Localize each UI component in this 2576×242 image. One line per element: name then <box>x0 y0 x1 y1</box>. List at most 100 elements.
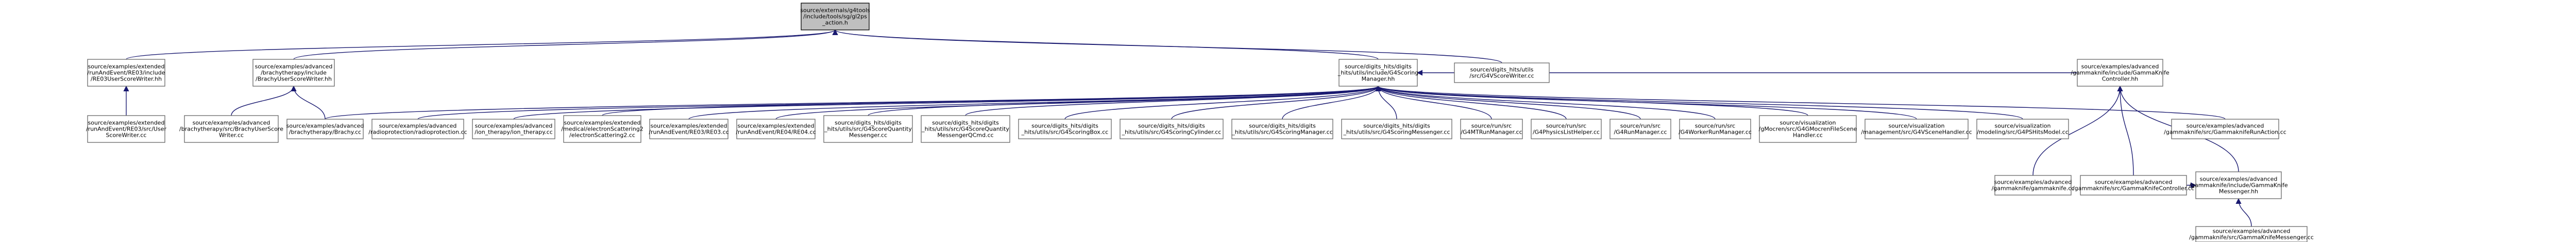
node-label-line: _action.h <box>822 20 848 26</box>
root-file-node[interactable]: source/externals/g4tools/include/tools/s… <box>800 3 870 30</box>
node-box <box>1994 175 2072 196</box>
node-label-line: source/examples/extended <box>564 120 641 126</box>
node-box <box>2195 171 2282 199</box>
file-node[interactable]: source/run/src/G4MTRunManager.cc <box>1460 119 1523 139</box>
node-label-line: source/examples/extended <box>651 123 727 130</box>
file-node[interactable]: source/digits_hits/digits_hits/utils/src… <box>1120 119 1224 139</box>
node-label-line: MessengerQCmd.cc <box>937 132 993 139</box>
file-node[interactable]: source/examples/extended/medical/electro… <box>561 115 643 143</box>
edge-n20-to-n3 <box>1375 85 1567 120</box>
edge-n25-to-n3 <box>1375 85 2023 120</box>
node-label-line: source/visualization <box>1889 123 1945 130</box>
edge-n19-to-n3 <box>1375 85 1492 120</box>
file-node[interactable]: source/digits_hits/digits_hits/utils/src… <box>921 115 1010 143</box>
file-node[interactable]: source/examples/advanced/gammaknife/src/… <box>2164 119 2286 139</box>
file-node[interactable]: source/run/src/G4PhysicsListHelper.cc <box>1531 119 1602 139</box>
node-label-line: Manager.hh <box>1362 76 1395 83</box>
file-node[interactable]: source/examples/advanced/brachytherapy/s… <box>179 115 283 143</box>
file-node[interactable]: source/examples/advanced/gammaknife/incl… <box>2189 171 2288 199</box>
edge-n2-to-n0 <box>293 29 838 60</box>
file-node[interactable]: source/examples/extended/runAndEvent/RE0… <box>736 119 816 139</box>
edge-n17-to-n3 <box>1282 85 1381 120</box>
node-label-line: /modeling/src/G4PSHitsModel.cc <box>1977 129 2069 136</box>
file-node[interactable]: source/visualization/management/src/G4VS… <box>1861 119 1972 139</box>
file-node[interactable]: source/digits_hits/digits_hits/utils/src… <box>823 115 913 143</box>
edge-n31-to-n30 <box>2235 198 2252 227</box>
node-box <box>1120 119 1224 139</box>
file-node[interactable]: source/examples/extended/runAndEvent/RE0… <box>87 59 165 87</box>
file-node[interactable]: source/digits_hits/digits_hits/utils/inc… <box>1337 59 1419 87</box>
edge-layer <box>123 29 2252 227</box>
node-label-line: /G4MTRunManager.cc <box>1461 129 1522 136</box>
edge-n10-to-n3 <box>602 85 1381 116</box>
node-label-line: _hits/utils/include/G4Scoring <box>1337 70 1419 76</box>
node-label-line: source/examples/extended <box>738 123 815 130</box>
node-label-line: /management/src/G4VSceneHandler.cc <box>1861 129 1972 136</box>
node-label-line: /gMocren/src/G4GMocrenFileScene <box>1759 126 1857 133</box>
file-node[interactable]: source/examples/advanced/radioprotection… <box>368 119 467 139</box>
file-node[interactable]: source/examples/extended/runAndEvent/RE0… <box>649 119 729 139</box>
node-label-line: /gammaknife/src/GammaKnifeController.cc <box>2073 185 2194 192</box>
node-box <box>184 115 279 143</box>
file-node[interactable]: source/digits_hits/utils/src/G4VScoreWri… <box>1454 62 1550 83</box>
node-label-line: /ion_therapy/ion_therapy.cc <box>474 129 553 136</box>
node-label-line: _hits/utils/src/G4ScoringCylinder.cc <box>1122 129 1222 136</box>
node-label-line: /gammaknife/include/GammaKnife <box>2189 182 2287 189</box>
node-box <box>371 119 464 139</box>
node-label-line: /RE03UserScoreWriter.hh <box>91 76 162 83</box>
node-label-line: /G4PhysicsListHelper.cc <box>1533 129 1600 136</box>
node-box <box>1018 119 1112 139</box>
edge-n16-to-n3 <box>1171 85 1381 120</box>
file-node[interactable]: source/digits_hits/digits_hits/utils/src… <box>1018 119 1112 139</box>
edge-n4-to-n0 <box>832 29 1502 63</box>
node-box <box>1865 119 1969 139</box>
file-node[interactable]: source/run/src/G4RunManager.cc <box>1609 119 1671 139</box>
node-label-line: /src/G4VScoreWriter.cc <box>1469 73 1534 79</box>
node-box <box>2080 175 2187 196</box>
node-label-line: /include/tools/sg/gl2ps <box>803 13 867 20</box>
node-box <box>801 3 870 30</box>
file-node[interactable]: source/examples/advanced/gammaknife/gamm… <box>1992 175 2075 196</box>
node-label-line: source/examples/advanced <box>286 123 364 130</box>
node-label-line: source/digits_hits/digits <box>1249 123 1316 130</box>
edge-n24-to-n3 <box>1375 85 1917 120</box>
file-node[interactable]: source/examples/advanced/gammaknife/src/… <box>2073 175 2194 196</box>
node-label-line: /brachytherapy/src/BrachyUserScore <box>179 126 283 133</box>
node-box <box>87 59 165 87</box>
node-label-line: Controller.hh <box>2102 76 2139 83</box>
file-node[interactable]: source/examples/advanced/gammaknife/incl… <box>2071 59 2170 87</box>
file-node[interactable]: source/examples/extended/runAndEvent/RE0… <box>86 115 166 143</box>
edge-n7-to-n2 <box>291 85 326 120</box>
file-node[interactable]: source/examples/advanced/ion_therapy/ion… <box>472 119 555 139</box>
node-label-line: /runAndEvent/RE03/include <box>87 70 165 76</box>
node-box <box>921 115 1010 143</box>
file-node[interactable]: source/examples/advanced/brachytherapy/i… <box>252 59 335 87</box>
node-box <box>1976 119 2069 139</box>
file-node[interactable]: source/visualization/modeling/src/G4PSHi… <box>1976 119 2069 139</box>
file-node[interactable]: source/digits_hits/digits_hits/utils/src… <box>1341 119 1452 139</box>
node-label-line: Messenger.hh <box>2219 188 2258 195</box>
node-label-line: source/examples/advanced <box>2200 176 2278 183</box>
node-label-line: source/digits_hits/digits <box>1345 63 1412 70</box>
edge-n6-to-n2 <box>231 85 297 116</box>
node-box <box>472 119 555 139</box>
file-node[interactable]: source/run/src/G4WorkerRunManager.cc <box>1679 119 1752 139</box>
file-node[interactable]: source/digits_hits/digits_hits/utils/src… <box>1231 119 1333 139</box>
node-box <box>1454 62 1550 83</box>
node-label-line: /gammaknife/gammaknife.cc <box>1992 185 2075 192</box>
file-node[interactable]: source/examples/advanced/gammaknife/src/… <box>2189 226 2314 242</box>
node-label-line: /BrachyUserScoreWriter.hh <box>256 76 332 83</box>
file-node[interactable]: source/examples/advanced/brachytherapy/B… <box>286 119 364 139</box>
node-label-line: /runAndEvent/RE03/src/User <box>86 126 166 133</box>
node-box <box>1609 119 1671 139</box>
node-box <box>1231 119 1333 139</box>
file-node[interactable]: source/visualization/gMocren/src/G4GMocr… <box>1759 115 1857 143</box>
node-label-line: ScoreWriter.cc <box>106 132 147 139</box>
node-label-line: source/examples/advanced <box>2187 123 2264 130</box>
node-box <box>87 115 165 143</box>
node-label-line: source/examples/advanced <box>2081 63 2159 70</box>
node-label-line: source/examples/advanced <box>255 63 333 70</box>
edge-n9-to-n3 <box>513 85 1381 120</box>
node-label-line: /electronScattering2.cc <box>569 132 635 139</box>
